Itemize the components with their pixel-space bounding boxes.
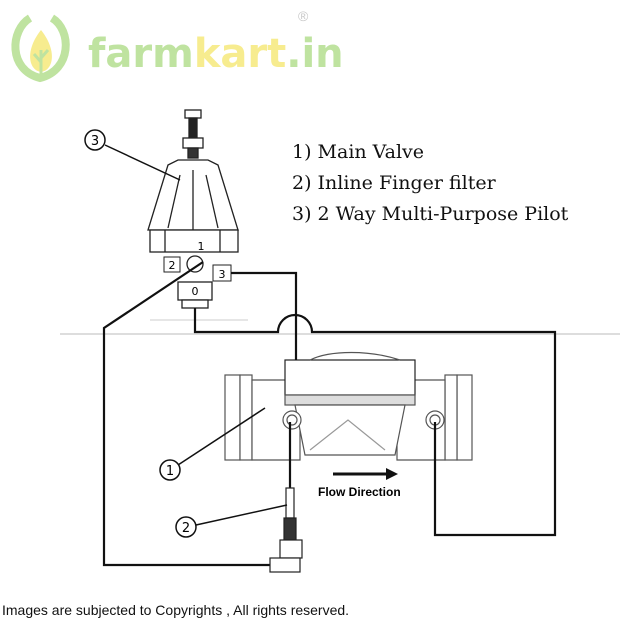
logo-text-in: .in — [286, 31, 344, 77]
callout-3 — [84, 129, 106, 151]
callout-2 — [175, 516, 197, 538]
callout-2-label: 2 — [182, 521, 190, 536]
legend-item-pilot: 3) 2 Way Multi-Purpose Pilot — [292, 203, 569, 225]
main-valve — [224, 351, 473, 461]
logo-text-farm: farm — [88, 31, 194, 77]
port-3-label: 3 — [219, 268, 226, 281]
callout-3-label: 3 — [91, 134, 99, 149]
callout-1-label: 1 — [166, 464, 174, 479]
callout-1 — [159, 459, 181, 481]
pilot-valve — [147, 109, 239, 309]
legend-item-filter: 2) Inline Finger filter — [292, 172, 496, 194]
brand-logo: farmkart.in — [88, 34, 344, 74]
port-1-label: 1 — [198, 240, 205, 253]
logo-icon — [11, 14, 70, 83]
legend-item-main-valve: 1) Main Valve — [292, 141, 425, 163]
flow-direction-label: Flow Direction — [318, 485, 401, 499]
copyright-caption: Images are subjected to Copyrights , All… — [2, 602, 350, 618]
finger-filter — [269, 487, 303, 573]
registered-mark: ® — [298, 8, 309, 24]
port-2-label: 2 — [169, 259, 176, 272]
port-0-label: 0 — [192, 285, 199, 298]
logo-text-kart: kart — [193, 31, 287, 77]
flow-arrow-icon — [333, 468, 398, 480]
